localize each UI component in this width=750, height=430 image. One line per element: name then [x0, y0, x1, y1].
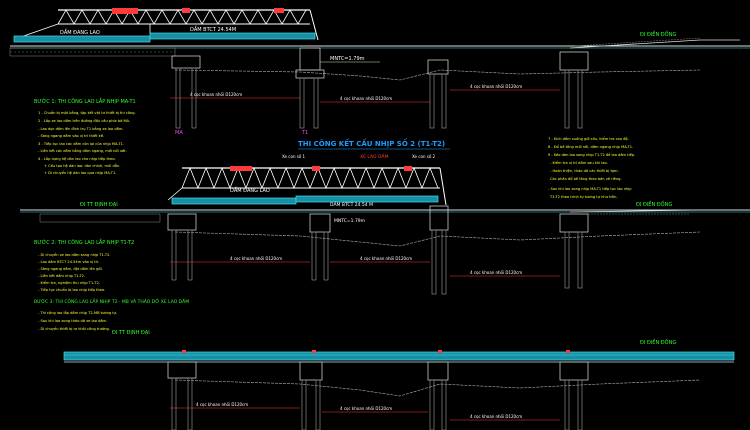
note-line: - Sàng ngang dầm, đặt dầm lên gối.	[38, 267, 103, 271]
piles-label-2: 4 cọc khoan nhồi D120cm	[340, 96, 392, 101]
water-level-label-2: MNTC=1.79m	[334, 218, 365, 224]
pier-t1-label: T1	[301, 130, 308, 136]
note-line: 4 - Lắp dựng hệ dàn lao cho nhịp tiếp th…	[38, 156, 116, 161]
step-1-title: BƯỚC 1: THI CÔNG LAO LẮP NHỊP MA-T1	[34, 97, 136, 105]
tag-launcher: XE LAO DẦM	[360, 152, 388, 160]
direction-right-label-3: ĐI ĐIỀN ĐỒNG	[640, 337, 676, 346]
note-line: T1-T2 theo trình tự tương tự như trên.	[549, 195, 618, 199]
piles-label-3b: 4 cọc khoan nhồi D120cm	[340, 406, 392, 411]
note-line: 7 - Kích dầm xuống gối cầu, kiểm tra cao…	[548, 136, 629, 141]
launching-truss-2	[167, 166, 447, 206]
girder-precast-2-label: DẦM BTCT 24.54 M	[330, 200, 373, 208]
piles-label-2c: 4 cọc khoan nhồi D120cm	[470, 270, 522, 275]
piles-label-3c: 4 cọc khoan nhồi D120cm	[470, 414, 522, 419]
girder-launching-2-label: DẦM ĐANG LAO	[230, 186, 270, 194]
note-line: - Liên kết các dầm bằng dầm ngang, mối n…	[38, 148, 127, 153]
piles-label-2a: 4 cọc khoan nhồi D120cm	[230, 256, 282, 261]
note-line: - Di chuyển thiết bị ra khỏi công trường…	[38, 326, 110, 331]
note-line: 2 - Lắp xe lao dầm trên đường đầu cầu ph…	[38, 118, 130, 123]
note-line: Các phần đổ bê tông theo bản vẽ riêng.	[550, 176, 622, 181]
note-line: + Cấu tạo hệ dàn lao: dàn chính, mũi dẫn…	[44, 163, 120, 168]
pier-ma-2	[167, 213, 197, 281]
girder-launching-2	[171, 197, 297, 205]
pier-t2	[427, 59, 449, 129]
pier-ma-label: MA	[175, 130, 183, 136]
girder-precast	[149, 32, 316, 40]
water-level-label: MNTC=1.79m	[330, 56, 365, 62]
piles-label-1: 4 cọc khoan nhồi D120cm	[190, 92, 242, 97]
note-line: - Kiểm tra, nghiệm thu nhịp T1-T2.	[38, 280, 100, 285]
note-line: - Lao dầm BTCT 24.54m vào vị trí.	[38, 260, 99, 264]
tag-cart-2: Xe con số 2	[412, 154, 436, 159]
direction-left-label-2: ĐI TT ĐỊNH ĐẠI	[80, 202, 118, 208]
pier-t1-3	[299, 361, 323, 430]
note-line: - Sau khi lao xong nhịp MA-T1 tiếp tục l…	[548, 187, 632, 191]
note-line: - Di chuyển xe lao dầm sang nhịp T1-T2.	[38, 252, 111, 257]
note-line: 3 - Tiếp tục lao các dầm còn lại của nhị…	[38, 142, 124, 146]
girder-precast-2	[295, 195, 439, 203]
piles-label-2b: 4 cọc khoan nhồi D120cm	[360, 256, 412, 261]
step-1-notes: 1 - Chuẩn bị mặt bằng, tập kết vật tư th…	[38, 110, 136, 175]
note-line: - Lao dọc dầm lên đỉnh trụ T1 bằng xe la…	[38, 126, 123, 131]
girder-precast-label: DẦM BTCT 24.54M	[190, 25, 236, 33]
pier-t2-3	[427, 361, 449, 430]
note-line: - Hoàn thiện, tháo dỡ các thiết bị tạm.	[550, 169, 619, 173]
step-3-notes: - Thi công lao lắp dầm nhịp T2-MB tương …	[38, 310, 117, 331]
tag-cart-1: Xe con số 1	[282, 154, 306, 159]
panel-3-completed-bridge: ĐI TT ĐỊNH ĐẠI ĐI ĐIỀN ĐỒNG	[63, 330, 735, 430]
launching-truss	[17, 8, 319, 41]
note-line: - Liên kết dầm nhịp T1-T2.	[38, 274, 85, 278]
note-line: 1 - Chuẩn bị mặt bằng, tập kết vật tư th…	[38, 110, 136, 115]
panel-2-title: THI CÔNG KẾT CẤU NHỊP SỐ 2 (T1-T2)	[298, 138, 445, 148]
note-line: - Thi công lao lắp dầm nhịp T2-MB tương …	[38, 310, 117, 315]
direction-right-label: ĐI ĐIỀN ĐỒNG	[640, 29, 676, 38]
note-line: - Kiểm tra vị trí dầm sau khi lao.	[550, 160, 608, 165]
pier-mb	[559, 51, 589, 129]
pier-ma-3	[167, 361, 197, 430]
pier-mb-3	[559, 361, 589, 430]
panel-1-erection-span-1: DẦM ĐANG LAO DẦM BTCT 24.54M ĐI ĐIỀN ĐỒN…	[9, 8, 750, 199]
piles-label-3a: 4 cọc khoan nhồi D120cm	[196, 402, 248, 407]
piles-label-3: 4 cọc khoan nhồi D120cm	[470, 84, 522, 89]
panel-2-erection-span-2: THI CÔNG KẾT CẤU NHỊP SỐ 2 (T1-T2) Xe co…	[20, 138, 750, 331]
pier-t2-2	[429, 205, 449, 295]
girder-launching-label: DẦM ĐANG LAO	[60, 28, 100, 36]
direction-left-label-3: ĐI TT ĐỊNH ĐẠI	[112, 330, 150, 336]
girder-launching	[13, 35, 151, 43]
pier-t1	[295, 47, 325, 129]
note-line: + Di chuyển hệ dàn lao qua nhịp MA-T1.	[44, 170, 116, 175]
step-2-notes: - Di chuyển xe lao dầm sang nhịp T1-T2. …	[38, 252, 111, 292]
direction-right-label-2: ĐI ĐIỀN ĐỒNG	[636, 199, 672, 208]
pier-t1-2	[309, 213, 331, 281]
note-line: - Sàng ngang dầm vào vị trí thiết kế.	[38, 134, 104, 138]
note-line: 8 - Đổ bê tông mối nối, dầm ngang nhịp M…	[548, 144, 633, 149]
step-3-title: BƯỚC 3: THI CÔNG LAO LẮP NHỊP T2 - MB VÀ…	[34, 297, 189, 305]
step-1-notes-right: 7 - Kích dầm xuống gối cầu, kiểm tra cao…	[548, 136, 635, 199]
note-line: - Tiếp tục chuẩn bị lao nhịp tiếp theo.	[38, 287, 105, 292]
note-line: 9 - Kéo dàn lao sang nhịp T1-T2 để lao d…	[548, 152, 635, 157]
step-2-title: BƯỚC 2: THI CÔNG LAO LẮP NHỊP T1-T2	[34, 238, 134, 246]
completed-deck	[63, 351, 735, 361]
note-line: - Sau khi lao xong tháo dỡ xe lao dầm.	[38, 319, 107, 323]
pier-mb-2	[559, 213, 589, 289]
